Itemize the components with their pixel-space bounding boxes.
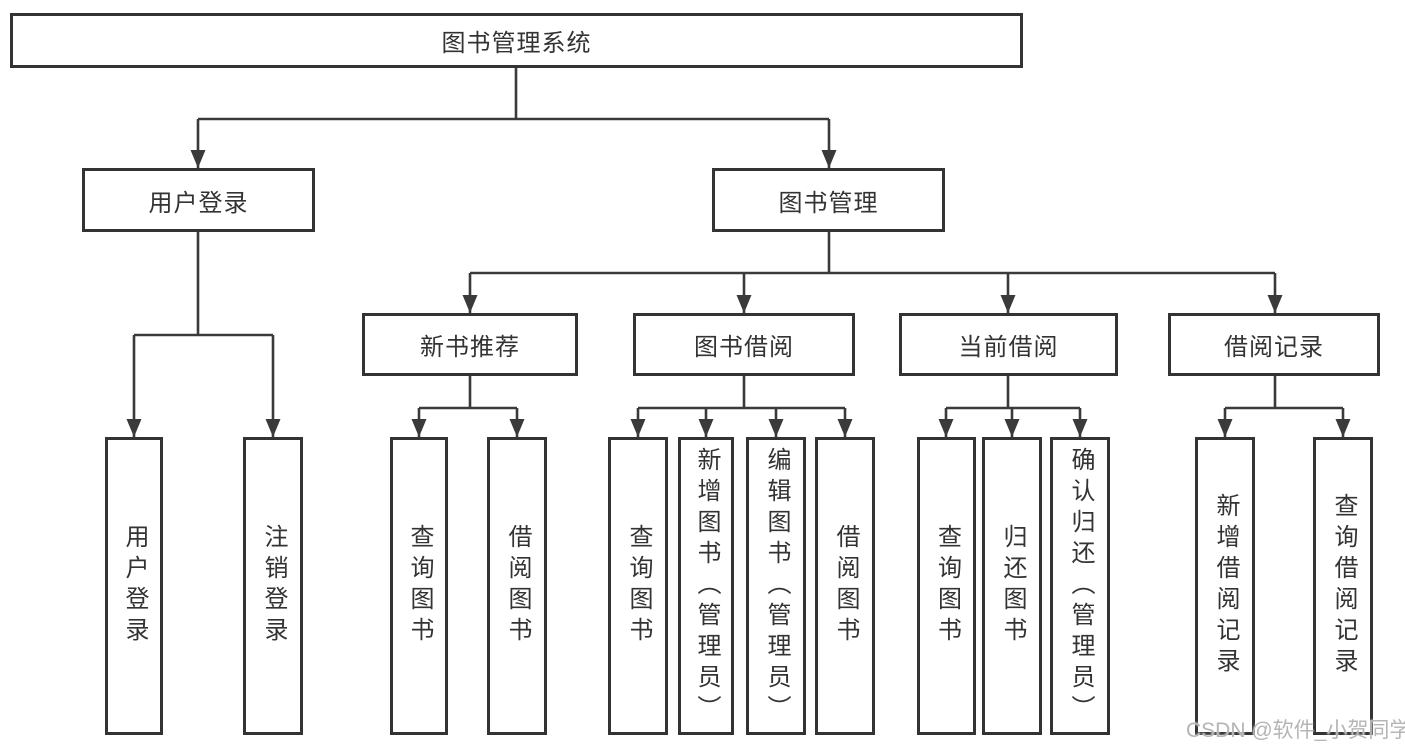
- node-new-book-recommend-label: 新书推荐: [420, 334, 520, 361]
- leaf-query-books-1-label: 查询图书: [406, 524, 433, 648]
- leaf-user-login-label: 用户登录: [121, 524, 148, 648]
- leaf-query-borrow-record-label: 查询借阅记录: [1330, 493, 1357, 679]
- leaf-query-books-3-label: 查询图书: [933, 524, 961, 648]
- leaf-return-book: 归还图书: [982, 437, 1042, 735]
- leaf-query-books-1: 查询图书: [390, 437, 448, 735]
- node-book-management-label: 图书管理: [778, 189, 879, 217]
- leaf-borrow-books-2: 借阅图书: [815, 437, 875, 735]
- node-user-login-label: 用户登录: [148, 189, 249, 217]
- leaf-borrow-books-1-label: 借阅图书: [504, 524, 531, 648]
- leaf-user-login: 用户登录: [105, 437, 163, 735]
- node-current-borrow: 当前借阅: [899, 313, 1118, 376]
- leaf-return-book-label: 归还图书: [999, 524, 1026, 648]
- leaf-borrow-books-1: 借阅图书: [487, 437, 547, 735]
- leaf-query-borrow-record: 查询借阅记录: [1313, 437, 1373, 735]
- leaf-query-books-2-label: 查询图书: [625, 524, 652, 648]
- leaf-logout-label: 注销登录: [260, 524, 287, 648]
- leaf-borrow-books-2-label: 借阅图书: [832, 524, 859, 648]
- leaf-logout: 注销登录: [243, 437, 303, 735]
- node-borrow-records: 借阅记录: [1168, 313, 1380, 376]
- leaf-query-books-2: 查询图书: [608, 437, 668, 735]
- node-book-borrow: 图书借阅: [633, 313, 855, 376]
- node-book-management: 图书管理: [712, 168, 945, 232]
- leaf-edit-book-admin-label: 编辑图书（管理员）: [763, 446, 790, 726]
- leaf-confirm-return-admin-label: 确认归还（管理员）: [1067, 446, 1094, 726]
- node-new-book-recommend: 新书推荐: [362, 313, 578, 376]
- node-root-label: 图书管理系统: [441, 30, 592, 57]
- leaf-add-book-admin-label: 新增图书（管理员）: [693, 446, 720, 726]
- leaf-add-book-admin: 新增图书（管理员）: [678, 437, 734, 735]
- node-current-borrow-label: 当前借阅: [958, 334, 1059, 361]
- leaf-add-borrow-record: 新增借阅记录: [1195, 437, 1255, 735]
- node-root: 图书管理系统: [10, 13, 1023, 68]
- node-user-login: 用户登录: [82, 168, 315, 232]
- leaf-edit-book-admin: 编辑图书（管理员）: [746, 437, 806, 735]
- csdn-watermark: CSDN @软件_小贺同学: [1186, 719, 1405, 742]
- node-borrow-records-label: 借阅记录: [1224, 334, 1324, 361]
- leaf-query-books-3: 查询图书: [917, 437, 976, 735]
- leaf-add-borrow-record-label: 新增借阅记录: [1212, 493, 1239, 679]
- leaf-confirm-return-admin: 确认归还（管理员）: [1050, 437, 1110, 735]
- node-book-borrow-label: 图书借阅: [694, 334, 794, 361]
